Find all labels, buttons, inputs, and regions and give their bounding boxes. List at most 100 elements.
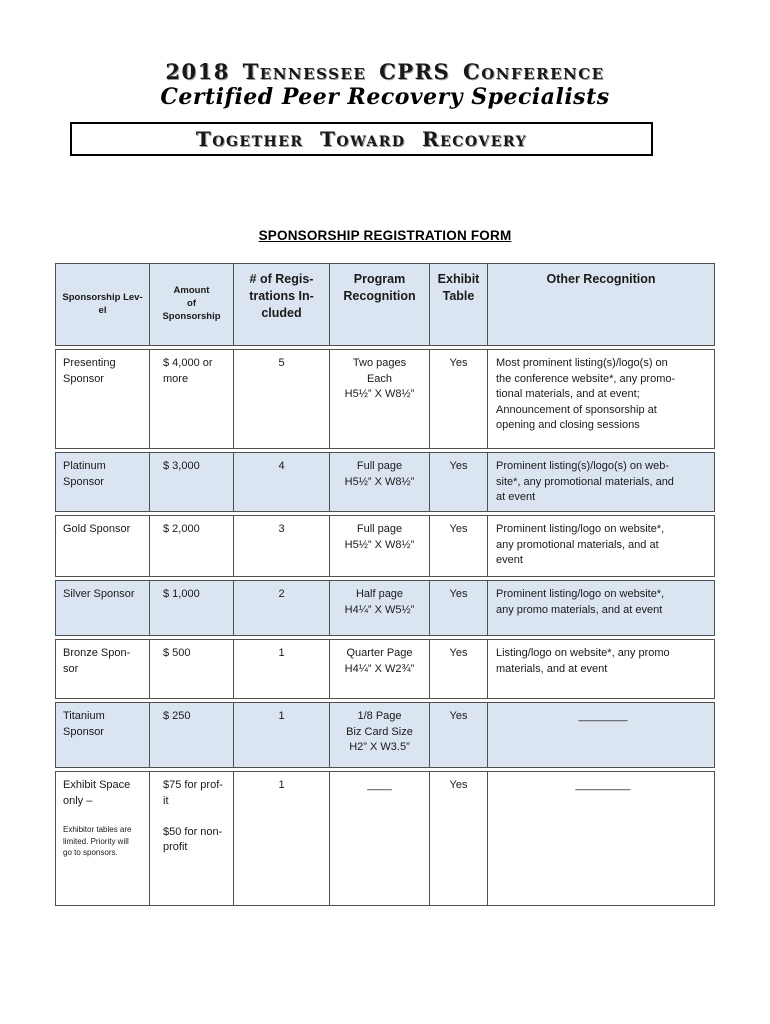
cell-level: Silver Sponsor	[55, 580, 149, 636]
col-header-amount: Amount of Sponsorship	[149, 263, 233, 346]
col-header-exhibit: Exhibit Table	[429, 263, 487, 346]
blank-line: _________	[575, 779, 631, 791]
cell-registrations: 2	[233, 580, 329, 636]
cell-amount: $75 for prof- it $50 for non- profit	[149, 771, 233, 906]
registrations-text: 1	[278, 779, 285, 791]
table-row-titanium: Titanium Sponsor $ 250 1 1/8 Page Biz Ca…	[55, 702, 715, 768]
table-row-presenting: Presenting Sponsor $ 4,000 or more 5 Two…	[55, 349, 715, 449]
table-row-bronze: Bronze Spon- sor $ 500 1 Quarter Page H4…	[55, 639, 715, 699]
level-text: Silver Sponsor	[63, 588, 135, 600]
cell-registrations: 1	[233, 771, 329, 906]
cell-other: Listing/logo on website*, any promo mate…	[487, 639, 715, 699]
col-header-program-label: Program Recognition	[343, 272, 416, 303]
amount-text: $ 250	[163, 710, 191, 722]
cell-program: 1/8 Page Biz Card Size H2” X W3.5”	[329, 702, 429, 768]
other-text: Listing/logo on website*, any promo mate…	[496, 647, 670, 675]
program-text: Half page H4¼” X W5½”	[344, 588, 415, 616]
registrations-text: 1	[278, 710, 285, 722]
cell-other: Most prominent listing(s)/logo(s) on the…	[487, 349, 715, 449]
cell-program: Two pages Each H5½” X W8½”	[329, 349, 429, 449]
cell-amount: $ 2,000	[149, 515, 233, 577]
table-body: Presenting Sponsor $ 4,000 or more 5 Two…	[55, 349, 715, 906]
col-header-exhibit-label: Exhibit Table	[437, 272, 480, 303]
level-text: Gold Sponsor	[63, 523, 131, 535]
cell-registrations: 1	[233, 702, 329, 768]
banner-box: Together Toward Recovery	[70, 122, 653, 156]
cell-level: Gold Sponsor	[55, 515, 149, 577]
amount-text: $ 3,000	[163, 460, 200, 472]
cell-registrations: 3	[233, 515, 329, 577]
table-row-silver: Silver Sponsor $ 1,000 2 Half page H4¼” …	[55, 580, 715, 636]
exhibit-text: Yes	[449, 647, 468, 659]
cell-exhibit: Yes	[429, 702, 487, 768]
header-row: Sponsorship Lev- el Amount of Sponsorshi…	[55, 263, 715, 346]
col-header-amount-label: Amount of Sponsorship	[162, 285, 221, 322]
amount-text: $ 1,000	[163, 588, 200, 600]
cell-amount: $ 500	[149, 639, 233, 699]
registrations-text: 1	[278, 647, 285, 659]
exhibit-text: Yes	[449, 710, 468, 722]
table-row-gold: Gold Sponsor $ 2,000 3 Full page H5½” X …	[55, 515, 715, 577]
table-row-exhibit-space: Exhibit Space only – Exhibitor tables ar…	[55, 771, 715, 906]
registrations-text: 3	[278, 523, 285, 535]
cell-program: Full page H5½” X W8½”	[329, 452, 429, 512]
cell-exhibit: Yes	[429, 349, 487, 449]
cell-exhibit: Yes	[429, 452, 487, 512]
cell-amount: $ 3,000	[149, 452, 233, 512]
table-row-platinum: Platinum Sponsor $ 3,000 4 Full page H5½…	[55, 452, 715, 512]
other-text: Prominent listing/logo on website*, any …	[496, 588, 665, 616]
registrations-text: 4	[278, 460, 285, 472]
cell-other: Prominent listing/logo on website*, any …	[487, 580, 715, 636]
exhibit-text: Yes	[449, 588, 468, 600]
exhibit-text: Yes	[449, 523, 468, 535]
cell-registrations: 5	[233, 349, 329, 449]
level-text: Platinum Sponsor	[63, 460, 106, 488]
col-header-other: Other Recognition	[487, 263, 715, 346]
registrations-text: 5	[278, 357, 285, 369]
amount-text: $ 2,000	[163, 523, 200, 535]
level-text: Exhibit Space only –	[63, 779, 131, 807]
other-text: Most prominent listing(s)/logo(s) on the…	[496, 357, 676, 432]
col-header-other-label: Other Recognition	[546, 272, 656, 286]
cell-amount: $ 4,000 or more	[149, 349, 233, 449]
form-title: SPONSORSHIP REGISTRATION FORM	[258, 228, 512, 243]
banner-text: Together Toward Recovery	[195, 127, 528, 151]
conference-title: 2018 Tennessee CPRS Conference	[165, 59, 605, 84]
cell-exhibit: Yes	[429, 639, 487, 699]
cell-exhibit: Yes	[429, 771, 487, 906]
amount-text: $ 500	[163, 647, 191, 659]
exhibit-text: Yes	[449, 357, 468, 369]
blank-line: ____	[367, 779, 392, 791]
cell-level: Platinum Sponsor	[55, 452, 149, 512]
amount-text: $75 for prof- it $50 for non- profit	[163, 779, 223, 854]
amount-text: $ 4,000 or more	[163, 357, 213, 385]
conference-subtitle: Certified Peer Recovery Specialists	[160, 84, 610, 110]
exhibit-text: Yes	[449, 460, 468, 472]
cell-program: Half page H4¼” X W5½”	[329, 580, 429, 636]
program-text: Quarter Page H4¼” X W2¾”	[344, 647, 415, 675]
program-text: 1/8 Page Biz Card Size H2” X W3.5”	[346, 710, 413, 754]
level-text: Titanium Sponsor	[63, 710, 105, 738]
col-header-program: Program Recognition	[329, 263, 429, 346]
col-header-level-label: Sponsorship Lev- el	[62, 291, 143, 316]
sponsorship-table: Sponsorship Lev- el Amount of Sponsorshi…	[55, 260, 715, 909]
registrations-text: 2	[278, 588, 285, 600]
cell-amount: $ 250	[149, 702, 233, 768]
cell-program: Full page H5½” X W8½”	[329, 515, 429, 577]
table-header: Sponsorship Lev- el Amount of Sponsorshi…	[55, 263, 715, 346]
cell-other: Prominent listing(s)/logo(s) on web- sit…	[487, 452, 715, 512]
cell-level: Presenting Sponsor	[55, 349, 149, 449]
cell-other: Prominent listing/logo on website*, any …	[487, 515, 715, 577]
level-note-text: Exhibitor tables are limited. Priority w…	[63, 825, 132, 858]
program-text: Full page H5½” X W8½”	[344, 523, 415, 551]
cell-exhibit: Yes	[429, 515, 487, 577]
cell-program: Quarter Page H4¼” X W2¾”	[329, 639, 429, 699]
exhibit-text: Yes	[449, 779, 468, 791]
cell-registrations: 4	[233, 452, 329, 512]
cell-level: Exhibit Space only – Exhibitor tables ar…	[55, 771, 149, 906]
col-header-registrations: # of Regis- trations In- cluded	[233, 263, 329, 346]
col-header-registrations-label: # of Regis- trations In- cluded	[249, 272, 314, 320]
other-text: Prominent listing/logo on website*, any …	[496, 523, 665, 567]
level-text: Bronze Spon- sor	[63, 647, 131, 675]
